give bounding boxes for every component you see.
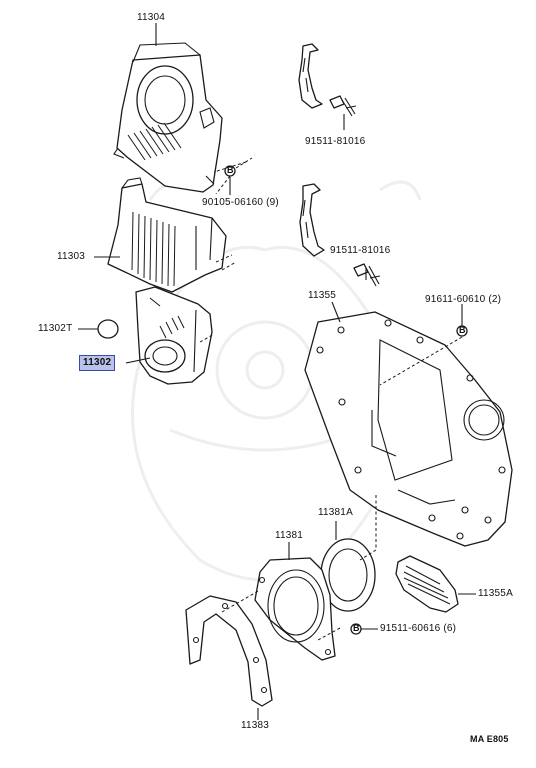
label-11302-highlighted[interactable]: 11302 (79, 355, 116, 371)
clip-upper[interactable] (298, 43, 323, 109)
label-91511-81016-lower[interactable]: 91511-81016 (330, 245, 391, 256)
marker-glyph-90105: B (227, 165, 234, 175)
part-11303-middle-cover[interactable] (107, 177, 227, 293)
label-11381A[interactable]: 11381A (318, 507, 353, 518)
label-11355A[interactable]: 11355A (478, 588, 513, 599)
part-11381-seal-retainer[interactable] (254, 557, 336, 661)
label-91511-81016-upper[interactable]: 91511-81016 (305, 136, 366, 147)
leader-lines (78, 23, 476, 720)
label-11355[interactable]: 11355 (308, 290, 337, 301)
label-11303[interactable]: 11303 (57, 251, 86, 262)
clip-middle[interactable] (299, 183, 325, 257)
part-11302-lower-cover[interactable] (135, 286, 213, 385)
label-11302T[interactable]: 11302T (38, 323, 73, 334)
part-11383-rear-plate[interactable] (185, 595, 273, 707)
bolt-91511-81016-lower[interactable] (353, 263, 381, 287)
part-11302T-plug[interactable] (97, 319, 119, 339)
label-90105-06160[interactable]: 90105-06160 (9) (202, 197, 279, 208)
assembly-dashed-lines (199, 157, 463, 641)
part-11355-end-plate[interactable] (304, 311, 513, 547)
label-91611-60610[interactable]: 91611-60610 (2) (425, 294, 502, 305)
marker-glyph-91511-60616: B (353, 623, 360, 633)
drawing-code: MA E805 (470, 734, 509, 744)
label-11383[interactable]: 11383 (241, 720, 270, 731)
label-11304[interactable]: 11304 (137, 12, 166, 23)
bolt-91511-81016-upper[interactable] (329, 95, 357, 117)
label-11381[interactable]: 11381 (275, 530, 304, 541)
part-11355A-cover[interactable] (395, 555, 459, 613)
label-91511-60616[interactable]: 91511-60616 (6) (380, 623, 457, 634)
marker-glyph-91611: B (459, 325, 466, 335)
part-11304-upper-cover[interactable] (113, 42, 223, 193)
